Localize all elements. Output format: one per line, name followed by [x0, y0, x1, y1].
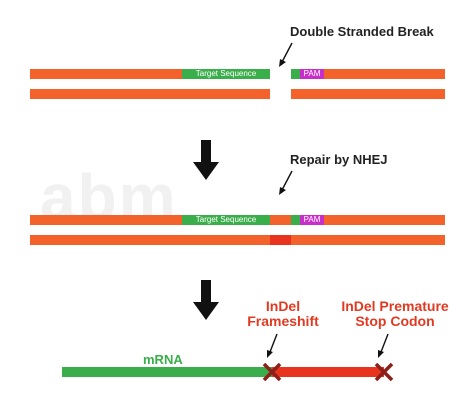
dna-strand-bottom-left	[30, 89, 270, 99]
pointer-arrow-3	[267, 333, 278, 358]
dna-strand-top-right	[324, 69, 445, 79]
repaired-strand-bottom-left	[30, 235, 270, 245]
pointer-arrow-1	[279, 42, 293, 67]
target-sequence-segment	[182, 69, 270, 79]
pam-segment	[300, 69, 324, 79]
pointer-arrow-4	[378, 333, 389, 358]
mrna-strand-red	[272, 367, 384, 377]
repaired-target-sequence-right	[291, 215, 300, 225]
repaired-pam-segment	[300, 215, 324, 225]
indel-stop-codon-caption: InDel Premature Stop Codon	[335, 299, 455, 329]
dna-strand-bottom-right	[291, 89, 445, 99]
repaired-strand-bottom-right	[291, 235, 445, 245]
indel-frameshift-text: InDel Frameshift	[247, 298, 319, 329]
repaired-strand-top-left	[30, 215, 182, 225]
repaired-target-sequence-segment	[182, 215, 270, 225]
repaired-strand-top-right	[324, 215, 445, 225]
repaired-indel-top	[270, 215, 291, 225]
indel-frameshift-caption: InDel Frameshift	[238, 299, 328, 329]
indel-stop-codon-text: InDel Premature Stop Codon	[341, 298, 449, 329]
repaired-indel-bottom	[270, 235, 291, 245]
mrna-label: mRNA	[143, 352, 183, 367]
repaired-target-sequence-label: Target Sequence	[195, 215, 257, 224]
target-sequence-label: Target Sequence	[195, 69, 257, 78]
dna-strand-top-left	[30, 69, 182, 79]
double-stranded-break-caption: Double Stranded Break	[290, 24, 434, 39]
down-arrow-icon-2	[193, 280, 219, 320]
pointer-arrow-2	[279, 170, 293, 195]
down-arrow-icon	[193, 140, 219, 180]
pam-label: PAM	[303, 69, 321, 78]
target-sequence-segment-right	[291, 69, 300, 79]
frameshift-cross-icon	[262, 362, 282, 382]
repair-by-nhej-caption: Repair by NHEJ	[290, 152, 388, 167]
mrna-strand-green	[62, 367, 272, 377]
repaired-pam-label: PAM	[303, 215, 321, 224]
stop-codon-cross-icon	[374, 362, 394, 382]
